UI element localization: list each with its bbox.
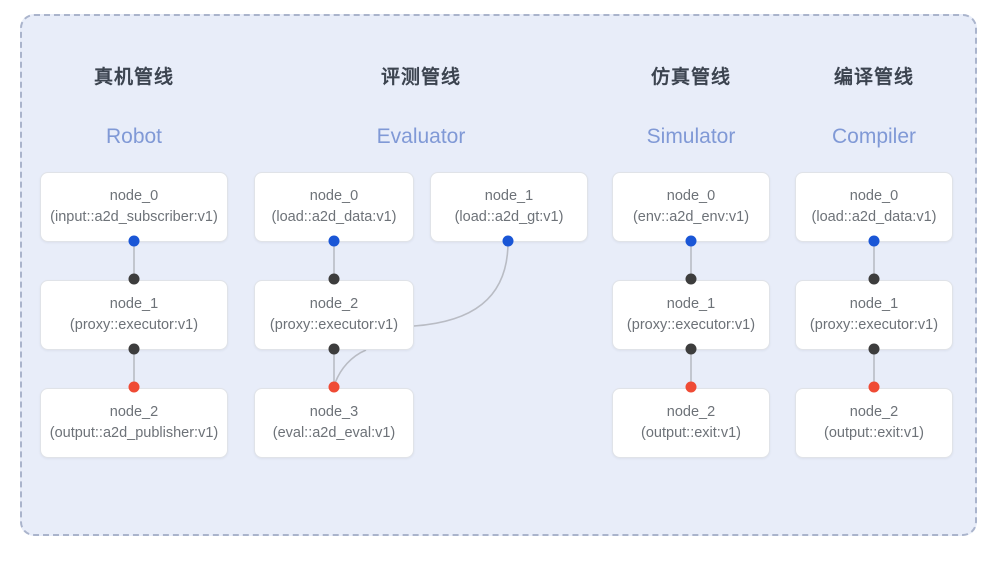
node-robot-0[interactable]: node_0 (input::a2d_subscriber:v1)	[40, 172, 228, 242]
port-input-evaluator-3[interactable]	[328, 381, 340, 393]
node-name: node_1	[666, 295, 716, 312]
port-output-compiler-0[interactable]	[868, 235, 880, 247]
port-input-simulator-1[interactable]	[685, 273, 697, 285]
column-title-robot: 真机管线	[93, 67, 174, 88]
node-type: (proxy::executor:v1)	[809, 317, 939, 333]
port-input-evaluator-2[interactable]	[328, 273, 340, 285]
node-simulator-0[interactable]: node_0 (env::a2d_env:v1)	[612, 172, 770, 242]
node-robot-2[interactable]: node_2 (output::a2d_publisher:v1)	[40, 388, 228, 458]
node-name: node_0	[109, 187, 159, 204]
port-output-evaluator-2[interactable]	[328, 343, 340, 355]
node-simulator-2[interactable]: node_2 (output::exit:v1)	[612, 388, 770, 458]
node-evaluator-2[interactable]: node_2 (proxy::executor:v1)	[254, 280, 414, 350]
column-subtitle-robot: Robot	[105, 125, 163, 148]
node-type: (env::a2d_env:v1)	[632, 209, 750, 225]
node-type: (eval::a2d_eval:v1)	[272, 425, 396, 441]
column-subtitle-compiler: Compiler	[831, 125, 917, 148]
port-output-robot-1[interactable]	[128, 343, 140, 355]
port-output-compiler-1[interactable]	[868, 343, 880, 355]
node-type: (proxy::executor:v1)	[269, 317, 399, 333]
node-type: (output::exit:v1)	[641, 425, 741, 441]
node-type: (proxy::executor:v1)	[69, 317, 199, 333]
node-evaluator-0[interactable]: node_0 (load::a2d_data:v1)	[254, 172, 414, 242]
node-type: (proxy::executor:v1)	[626, 317, 756, 333]
column-title-compiler: 编译管线	[833, 67, 914, 88]
column-subtitle-evaluator: Evaluator	[376, 125, 466, 148]
node-robot-1[interactable]: node_1 (proxy::executor:v1)	[40, 280, 228, 350]
node-name: node_2	[666, 403, 716, 420]
node-name: node_2	[309, 295, 359, 312]
port-input-simulator-2[interactable]	[685, 381, 697, 393]
port-output-evaluator-1[interactable]	[502, 235, 514, 247]
node-name: node_0	[849, 187, 899, 204]
node-compiler-1[interactable]: node_1 (proxy::executor:v1)	[795, 280, 953, 350]
port-input-robot-2[interactable]	[128, 381, 140, 393]
port-output-simulator-0[interactable]	[685, 235, 697, 247]
node-name: node_1	[849, 295, 899, 312]
column-title-evaluator: 评测管线	[380, 67, 461, 88]
node-type: (load::a2d_data:v1)	[271, 209, 397, 225]
node-name: node_1	[109, 295, 159, 312]
port-input-compiler-1[interactable]	[868, 273, 880, 285]
node-name: node_0	[309, 187, 359, 204]
port-input-robot-1[interactable]	[128, 273, 140, 285]
node-type: (load::a2d_gt:v1)	[454, 209, 564, 225]
node-evaluator-1[interactable]: node_1 (load::a2d_gt:v1)	[430, 172, 588, 242]
column-title-simulator: 仿真管线	[650, 67, 731, 88]
node-name: node_1	[484, 187, 534, 204]
node-name: node_2	[109, 403, 159, 420]
node-compiler-2[interactable]: node_2 (output::exit:v1)	[795, 388, 953, 458]
node-evaluator-3[interactable]: node_3 (eval::a2d_eval:v1)	[254, 388, 414, 458]
node-type: (input::a2d_subscriber:v1)	[50, 209, 218, 225]
port-input-compiler-2[interactable]	[868, 381, 880, 393]
node-simulator-1[interactable]: node_1 (proxy::executor:v1)	[612, 280, 770, 350]
node-name: node_0	[666, 187, 716, 204]
node-type: (output::a2d_publisher:v1)	[49, 425, 219, 441]
node-type: (load::a2d_data:v1)	[811, 209, 937, 225]
port-output-robot-0[interactable]	[128, 235, 140, 247]
node-compiler-0[interactable]: node_0 (load::a2d_data:v1)	[795, 172, 953, 242]
node-name: node_3	[309, 403, 359, 420]
port-output-simulator-1[interactable]	[685, 343, 697, 355]
column-subtitle-simulator: Simulator	[646, 125, 736, 148]
node-name: node_2	[849, 403, 899, 420]
port-output-evaluator-0[interactable]	[328, 235, 340, 247]
node-type: (output::exit:v1)	[824, 425, 924, 441]
